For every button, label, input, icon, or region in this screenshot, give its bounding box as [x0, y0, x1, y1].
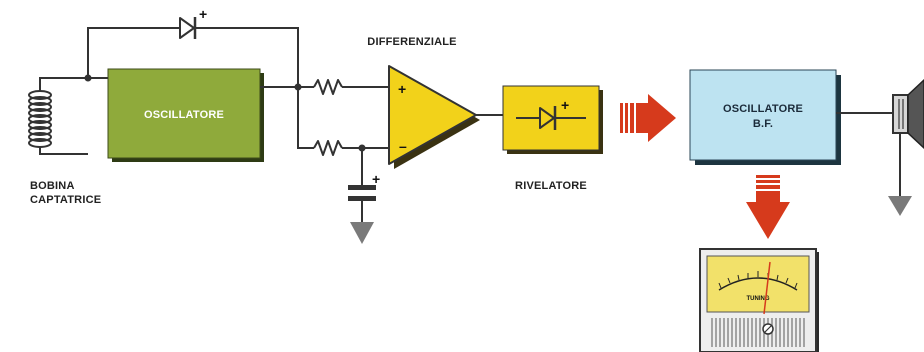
capacitor-icon [348, 185, 376, 190]
diode-icon [179, 17, 197, 39]
resistor-bottom-icon [313, 140, 343, 156]
bf-oscillator-label-line1: OSCILLATORE [723, 103, 803, 115]
meter-grille [711, 318, 805, 347]
resistor-top-icon [313, 79, 343, 95]
speaker-icon [892, 78, 924, 150]
coil-lead-bottom [39, 146, 88, 155]
arrow-down-icon [746, 175, 790, 239]
coil-label-line2: CAPTATRICE [30, 194, 101, 206]
detector-diode-icon [539, 107, 555, 129]
tuning-meter: TUNING [699, 248, 819, 352]
detector-label: RIVELATORE [515, 180, 587, 192]
arrow-right-icon [620, 94, 676, 142]
amp-plus-sign: + [398, 81, 406, 97]
feedback-wire-right [196, 27, 299, 87]
split-wire [297, 87, 314, 149]
bf-oscillator-box [689, 69, 837, 161]
coil-lead-top [39, 77, 88, 92]
junction-dot [84, 74, 92, 82]
oscillator-box [107, 68, 261, 159]
coil-label-line1: BOBINA [30, 180, 75, 192]
feedback-wire-left [87, 27, 180, 78]
capacitor-plate [348, 196, 376, 201]
search-coil [28, 77, 88, 155]
meter-screw-slot [764, 325, 772, 333]
meter-scale-label: TUNING [747, 296, 770, 302]
amplifier-triangle-icon [388, 65, 477, 165]
amp-minus-sign: – [399, 138, 407, 154]
diode-plus: + [199, 6, 207, 22]
speaker-ground-icon [888, 196, 912, 216]
bf-oscillator-label-line2: B.F. [753, 118, 773, 130]
meter-scale-arc [718, 277, 798, 291]
meter-needle [763, 261, 771, 315]
capacitor-plus: + [372, 171, 380, 187]
meter-face [706, 255, 810, 313]
detector-plus: + [561, 97, 569, 113]
amplifier-label: DIFFERENZIALE [367, 36, 456, 48]
oscillator-label: OSCILLATORE [144, 109, 224, 121]
coil-turns [28, 90, 52, 148]
ground-icon [350, 222, 374, 244]
